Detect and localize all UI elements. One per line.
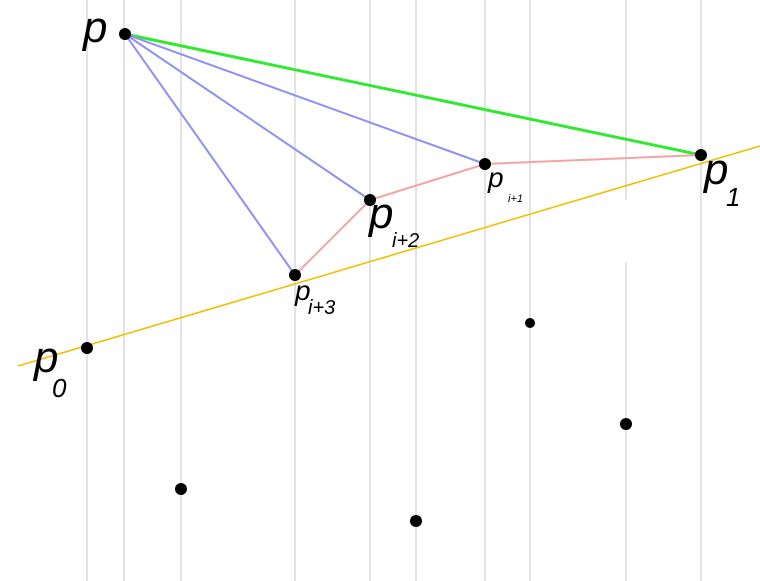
point-unlabeled	[175, 483, 187, 495]
label-p0: p	[32, 333, 58, 382]
vertical-grid	[86, 0, 702, 581]
ray-p-pi1	[124, 33, 486, 165]
point-unlabeled	[620, 418, 632, 430]
point-pi3	[289, 269, 301, 281]
label-pi3: p	[294, 275, 311, 306]
label-p1-subscript: 1	[726, 182, 740, 212]
ray-p-pi2	[124, 33, 371, 201]
label-p: p	[81, 3, 107, 52]
point-p	[119, 28, 131, 40]
point-p0	[81, 342, 93, 354]
label-p1: p	[702, 145, 728, 194]
baseline-p0-p1	[17, 145, 760, 367]
chain-p1-pi1-pi2-pi3	[294, 154, 702, 276]
label-pi2-subscript: i+2	[392, 230, 419, 252]
rays-from-p	[124, 33, 486, 276]
label-pi2: p	[367, 189, 393, 238]
point-pi1	[479, 158, 491, 170]
ray-p-pi3	[124, 33, 296, 276]
point-unlabeled	[525, 318, 535, 328]
point-p1	[695, 149, 707, 161]
label-pi1-subscript: i+1	[508, 193, 523, 205]
label-pi3-subscript: i+3	[308, 297, 335, 319]
label-p0-subscript: 0	[52, 373, 67, 403]
points	[81, 28, 707, 527]
labels: p p 0 p 1 p i+1 p i+2 p i+3	[32, 3, 740, 403]
point-unlabeled	[410, 515, 422, 527]
label-pi1: p	[487, 162, 504, 193]
edge-p-p1	[124, 32, 702, 157]
point-pi2	[364, 194, 376, 206]
